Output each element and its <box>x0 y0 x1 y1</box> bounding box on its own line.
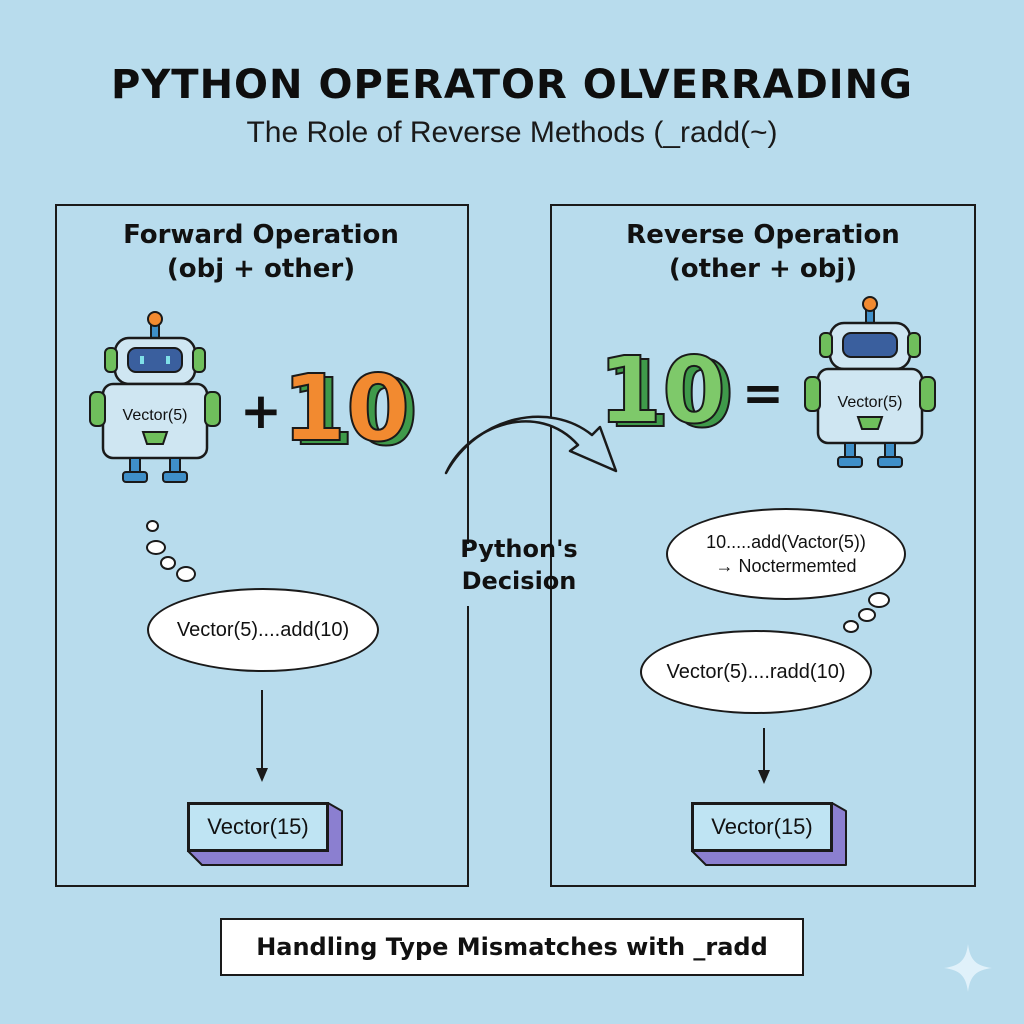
footer-caption: Handling Type Mismatches with _radd <box>256 933 768 961</box>
reverse-panel-heading: Reverse Operation (other + obj) <box>550 218 976 286</box>
reverse-failed-line-2: → Noctermemted <box>715 556 857 576</box>
left-robot-label: Vector(5) <box>123 407 188 424</box>
plus-operator: + <box>240 382 282 440</box>
forward-heading-text: Forward Operation <box>123 220 399 250</box>
thought-dot-1 <box>146 520 159 532</box>
reverse-failed-bubble: 10.....add(Vactor(5)) → Noctermemted <box>666 508 906 600</box>
svg-text:10: 10 <box>598 337 726 444</box>
right-robot-label: Vector(5) <box>838 394 903 411</box>
svg-text:10: 10 <box>606 341 734 448</box>
python-decision-label: Python's Decision <box>448 533 590 597</box>
page-title: PYTHON OPERATOR OLVERRADING <box>111 62 913 108</box>
forward-subheading-text: (obj + other) <box>166 254 356 284</box>
left-robot-icon: Vector(5) <box>89 311 221 483</box>
footer-caption-box: Handling Type Mismatches with _radd <box>220 918 804 976</box>
forward-operation-panel <box>55 204 469 887</box>
decision-line-1: Python's <box>460 535 578 563</box>
reverse-failed-line-1: 10.....add(Vactor(5)) <box>706 532 866 552</box>
reverse-method-bubble: Vector(5)....radd(10) <box>640 630 872 714</box>
sparkle-icon <box>944 944 992 992</box>
thought-dot-3 <box>160 556 176 570</box>
reverse-subheading-text: (other + obj) <box>668 254 858 284</box>
thought-dot-2 <box>146 540 166 555</box>
reverse-operation-panel <box>550 204 976 887</box>
forward-method-bubble: Vector(5)....add(10) <box>147 588 379 672</box>
forward-panel-border-lower <box>467 606 469 887</box>
left-number-ten: 10 10 <box>281 354 419 467</box>
svg-text:10: 10 <box>282 355 410 462</box>
equals-operator: = <box>742 364 784 422</box>
svg-text:10: 10 <box>290 359 418 466</box>
forward-panel-heading: Forward Operation (obj + other) <box>55 218 467 286</box>
thought-dot-5 <box>868 592 890 608</box>
thought-dot-7 <box>843 620 859 633</box>
page-subtitle: The Role of Reverse Methods (_radd(~) <box>246 116 778 149</box>
reverse-result-text: Vector(15) <box>711 814 813 839</box>
reverse-heading-text: Reverse Operation <box>626 220 900 250</box>
forward-arrow-down <box>256 690 268 782</box>
reverse-method-text: Vector(5)....radd(10) <box>666 660 846 683</box>
forward-method-text: Vector(5)....add(10) <box>176 618 350 641</box>
decision-curved-arrow <box>444 415 618 475</box>
thought-dot-4 <box>176 566 196 582</box>
thought-dot-6 <box>858 608 876 622</box>
reverse-arrow-down <box>758 728 770 784</box>
right-robot-icon: Vector(5) <box>804 296 936 468</box>
forward-result-text: Vector(15) <box>207 814 309 839</box>
forward-result-depth <box>187 802 343 866</box>
right-number-ten: 10 10 <box>597 336 735 449</box>
forward-panel-border-upper <box>467 204 469 544</box>
decision-line-2: Decision <box>461 567 577 595</box>
reverse-result-depth <box>691 802 847 866</box>
